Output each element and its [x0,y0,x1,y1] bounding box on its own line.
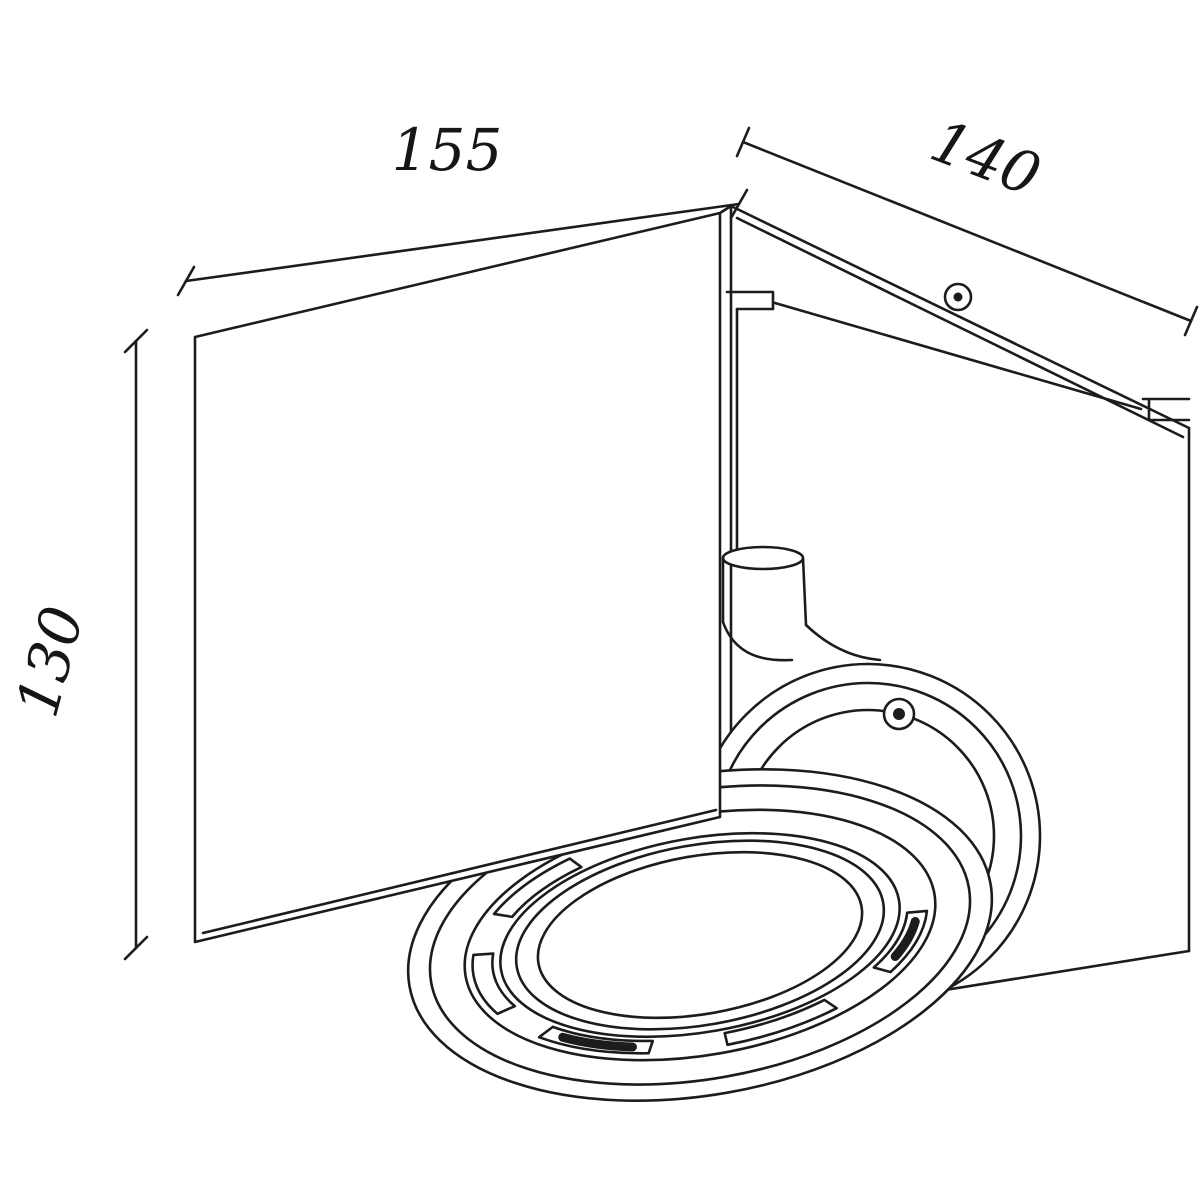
width-dimension-label: 155 [392,116,503,184]
lamp-lens [514,839,886,1031]
mounting-stem [721,545,882,662]
height-dimension-label: 130 [3,599,97,724]
fixture-body [725,204,1191,1012]
gimbal-screw-icon [882,697,916,731]
left-fixing-tab [725,290,775,311]
front-panel [193,204,733,944]
width-dimension-tick-left [176,265,196,297]
depth-dimension-label: 140 [922,107,1050,210]
height-dimension: 130 [3,328,149,961]
depth-dimension-line [741,140,1193,323]
depth-dimension-tick-left [735,126,751,158]
box-top-edge-inner [735,216,1185,439]
lamp-ring-inner [499,831,901,1039]
depth-dimension-tick-right [1183,305,1199,337]
height-dimension-tick-top [123,328,149,354]
box-top-edge [729,204,1191,430]
width-dimension-tick-right [729,188,749,220]
lamp-ring-slots [471,857,929,1055]
front-panel-face [193,211,722,944]
width-dimension: 155 [176,116,749,297]
interior-ceiling-edge [773,301,1143,411]
mounting-screw-icon [943,282,973,312]
right-fixing-tab [1141,397,1191,422]
front-panel-top-join [718,204,733,215]
height-dimension-tick-bottom [123,935,149,961]
front-panel-thickness [201,808,718,935]
width-dimension-line [184,202,741,283]
